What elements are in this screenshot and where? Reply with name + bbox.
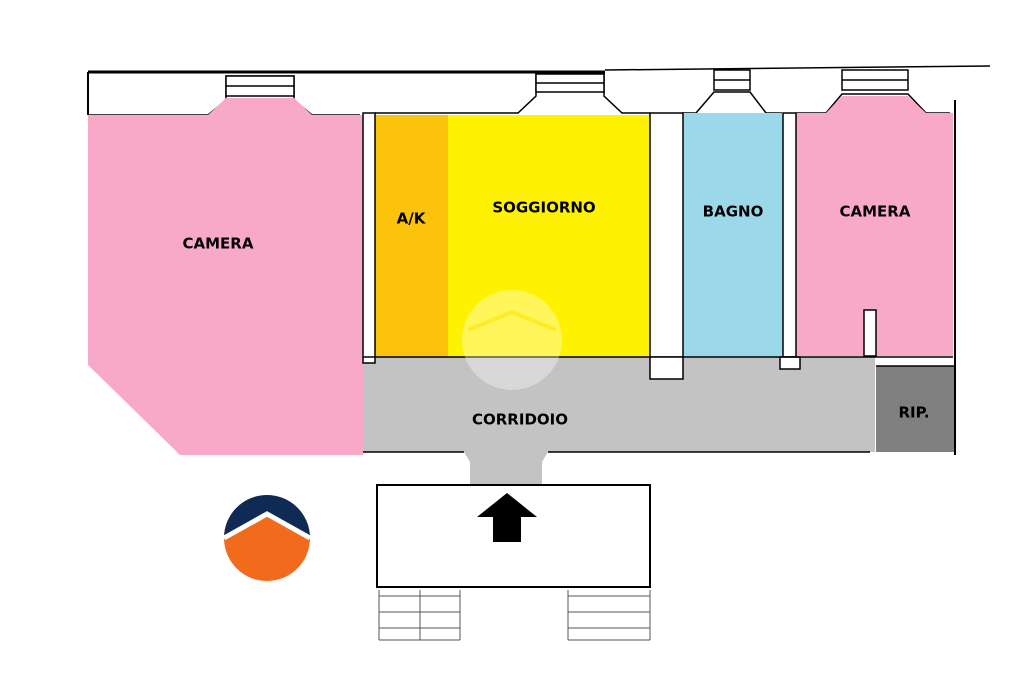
room-camera-right xyxy=(796,96,953,356)
room-label-ak: A/K xyxy=(397,210,427,228)
agency-logo-icon xyxy=(222,495,312,581)
stairs xyxy=(378,590,651,641)
entrance-arrow-icon xyxy=(477,493,537,542)
room-ak xyxy=(375,115,448,357)
room-label-camera-right: CAMERA xyxy=(840,203,911,221)
outer-walls xyxy=(87,65,991,455)
room-label-soggiorno: SOGGIORNO xyxy=(492,199,595,217)
room-bagno xyxy=(683,113,783,357)
watermark-logo-icon xyxy=(462,290,562,390)
internal-walls xyxy=(362,112,954,453)
room-label-camera-left: CAMERA xyxy=(183,235,254,253)
room-corridoio xyxy=(363,357,875,485)
room-label-bagno: BAGNO xyxy=(703,203,764,221)
room-rip xyxy=(876,366,954,452)
windows xyxy=(88,69,950,116)
room-soggiorno xyxy=(448,115,650,357)
room-label-rip: RIP. xyxy=(898,404,929,422)
room-camera-left xyxy=(88,98,363,455)
room-label-corridoio: CORRIDOIO xyxy=(472,411,568,429)
